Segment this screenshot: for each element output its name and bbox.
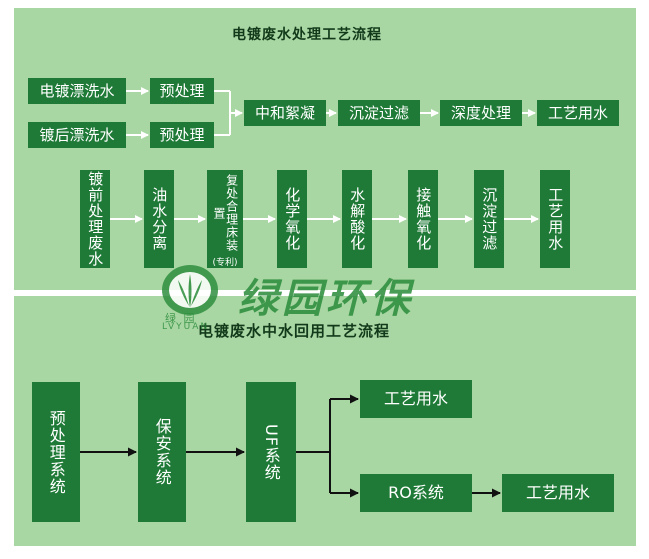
- box-src2: 镀后漂洗水: [28, 122, 126, 148]
- vbox-6: 接触氧化: [408, 170, 438, 268]
- box-step4: 工艺用水: [537, 100, 619, 126]
- box-step3: 深度处理: [440, 100, 522, 126]
- watermark-sub2: LVYUAN: [162, 322, 210, 332]
- bbox-uf: UF系统: [246, 382, 296, 522]
- box-src1: 电镀漂洗水: [28, 78, 126, 104]
- vbox-5: 水解酸化: [342, 170, 372, 268]
- vbox-4: 化学氧化: [277, 170, 307, 268]
- box-pre2: 预处理: [150, 122, 214, 148]
- vbox-2: 油水分离: [144, 170, 174, 268]
- bbox-ro: RO系统: [360, 474, 472, 512]
- bbox-out1: 工艺用水: [360, 380, 472, 418]
- vbox-3-label: 复处合理床装置: [212, 174, 239, 253]
- box-step2: 沉淀过滤: [338, 100, 420, 126]
- watermark-text: 绿园环保: [238, 276, 414, 322]
- bbox-security: 保安系统: [138, 382, 186, 522]
- vbox-7: 沉淀过滤: [474, 170, 504, 268]
- vbox-1: 镀前处理废水: [80, 170, 110, 268]
- box-pre1: 预处理: [150, 78, 214, 104]
- bbox-out2: 工艺用水: [502, 474, 614, 512]
- top-title: 电镀废水处理工艺流程: [232, 27, 382, 43]
- top-panel: [14, 8, 636, 290]
- vbox-8: 工艺用水: [540, 170, 570, 268]
- bbox-pretreat: 预处理系统: [32, 382, 80, 522]
- watermark-sub: 绿 园: [165, 312, 197, 325]
- leaf-logo-icon: [162, 265, 218, 315]
- vbox-3: 复处合理床装置 (专利): [207, 170, 243, 268]
- bottom-title: 电镀废水中水回用工艺流程: [198, 322, 391, 340]
- vbox-3-note: (专利): [212, 257, 238, 268]
- box-step1: 中和絮凝: [244, 100, 326, 126]
